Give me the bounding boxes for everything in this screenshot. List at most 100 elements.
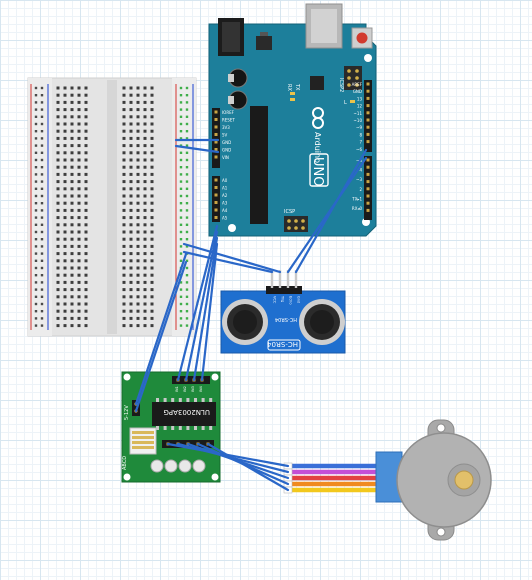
- breadboard-hole: [136, 165, 140, 169]
- breadboard-hole: [84, 100, 88, 104]
- driver-input-label: IN1: [175, 386, 179, 392]
- breadboard-hole: [150, 115, 154, 119]
- breadboard-hole: [70, 302, 74, 306]
- breadboard-hole: [150, 180, 154, 184]
- power-rail-hole: [40, 122, 44, 126]
- power-rail-hole: [185, 86, 189, 90]
- breadboard-hole: [129, 122, 133, 126]
- digital-header-pin: [366, 140, 370, 144]
- breadboard-hole: [63, 115, 67, 119]
- breadboard-hole: [63, 194, 67, 198]
- breadboard-hole: [129, 136, 133, 140]
- breadboard-hole: [143, 273, 147, 277]
- breadboard-hole: [56, 172, 60, 176]
- breadboard-hole: [129, 194, 133, 198]
- breadboard-hole: [77, 295, 81, 299]
- breadboard-hole: [77, 194, 81, 198]
- breadboard-hole: [70, 136, 74, 140]
- power-rail-hole: [185, 245, 189, 248]
- power-rail-hole: [179, 245, 183, 248]
- power-rail-hole: [40, 238, 44, 241]
- power-rail-hole: [185, 216, 189, 219]
- breadboard-hole: [77, 136, 81, 140]
- power-rail-hole: [40, 216, 44, 219]
- breadboard-hole: [77, 201, 81, 205]
- power-rail-hole: [40, 101, 44, 104]
- breadboard-hole: [143, 324, 147, 328]
- breadboard-hole: [70, 208, 74, 212]
- breadboard-hole: [70, 201, 74, 205]
- arduino-logo: Arduino: [312, 107, 324, 163]
- breadboard-hole: [84, 180, 88, 184]
- breadboard-hole: [77, 158, 81, 162]
- breadboard-hole: [122, 223, 126, 227]
- breadboard-hole: [56, 144, 60, 148]
- analog-pin-label: A2: [222, 193, 228, 198]
- breadboard-hole: [150, 122, 154, 126]
- breadboard-hole: [136, 223, 140, 227]
- power-rail-hole: [34, 295, 38, 298]
- power-rail-hole: [40, 151, 44, 154]
- motor-shaft: [454, 470, 474, 490]
- breadboard-hole: [122, 252, 126, 256]
- breadboard-hole: [56, 122, 60, 126]
- sensor-pin-header: [266, 286, 302, 294]
- breadboard-hole: [77, 165, 81, 169]
- breadboard-hole: [143, 158, 147, 162]
- breadboard-hole: [129, 316, 133, 320]
- analog-header-pin: [214, 201, 218, 204]
- sensor-pin-label: Trig: [281, 295, 285, 302]
- power-rail-hole: [34, 101, 38, 104]
- breadboard-hole: [70, 273, 74, 277]
- breadboard-hole: [136, 108, 140, 112]
- power-rail-hole: [34, 252, 38, 255]
- power-rail-hole: [185, 101, 189, 104]
- breadboard-hole: [136, 122, 140, 126]
- breadboard-hole: [122, 165, 126, 169]
- breadboard-hole: [129, 165, 133, 169]
- breadboard-hole: [84, 316, 88, 320]
- breadboard-hole: [70, 172, 74, 176]
- breadboard-hole: [77, 122, 81, 126]
- breadboard-hole: [70, 194, 74, 198]
- breadboard-hole: [122, 216, 126, 220]
- breadboard-hole: [136, 158, 140, 162]
- breadboard-hole: [77, 108, 81, 112]
- digital-pin-label: ~10: [354, 118, 363, 123]
- breadboard-hole: [56, 86, 60, 90]
- breadboard-hole: [63, 216, 67, 220]
- connection-wires: [134, 138, 368, 492]
- breadboard-hole: [63, 288, 67, 292]
- breadboard-hole: [63, 136, 67, 140]
- breadboard-hole: [77, 237, 81, 241]
- power-rail-hole: [34, 151, 38, 154]
- power-rail-hole: [185, 144, 189, 147]
- breadboard-hole: [84, 302, 88, 306]
- breadboard-hole: [136, 309, 140, 313]
- breadboard-hole: [56, 302, 60, 306]
- power-rail-hole: [40, 310, 44, 313]
- driver-input-header: [172, 376, 210, 384]
- breadboard-hole: [150, 201, 154, 205]
- breadboard-hole: [122, 309, 126, 313]
- power-rail-hole: [179, 324, 183, 327]
- digital-header-pin: [366, 82, 370, 86]
- breadboard-hole: [56, 223, 60, 227]
- breadboard-hole: [84, 259, 88, 263]
- power-header-pin: [214, 155, 218, 159]
- connection-wire: [184, 230, 219, 382]
- breadboard-hole: [129, 288, 133, 292]
- breadboard-hole: [136, 136, 140, 140]
- breadboard-hole: [77, 144, 81, 148]
- power-rail-hole: [179, 173, 183, 176]
- breadboard-hole: [63, 180, 67, 184]
- breadboard-hole: [56, 194, 60, 198]
- power-header-pin: [214, 125, 218, 129]
- breadboard-hole: [70, 244, 74, 248]
- digital-header-pin: [366, 89, 370, 93]
- power-rail-hole: [179, 151, 183, 154]
- breadboard-hole: [150, 288, 154, 292]
- power-rail-hole: [179, 281, 183, 284]
- breadboard-hole: [84, 158, 88, 162]
- analog-header: [212, 176, 220, 222]
